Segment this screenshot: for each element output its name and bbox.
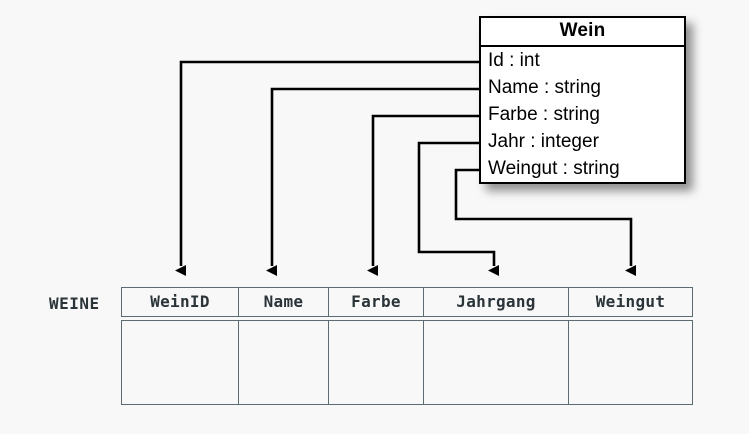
table-cell-farbe bbox=[328, 320, 424, 405]
column-header-weingut: Weingut bbox=[568, 287, 693, 317]
table-cell-name bbox=[238, 320, 329, 405]
connector-farbe-to-farbe bbox=[367, 114, 479, 276]
uml-class-box: Wein Id : int Name : string Farbe : stri… bbox=[479, 16, 686, 184]
connector-weingut-to-weingut bbox=[454, 168, 636, 276]
column-header-jahrgang: Jahrgang bbox=[423, 287, 569, 317]
relation-name-label: WEINE bbox=[49, 294, 100, 313]
uml-class-title: Wein bbox=[481, 18, 684, 47]
relational-table: WeinID Name Farbe Jahrgang Weingut bbox=[121, 287, 693, 405]
table-cell-weingut bbox=[568, 320, 693, 405]
column-header-name: Name bbox=[238, 287, 329, 317]
table-cell-jahrgang bbox=[423, 320, 569, 405]
uml-attribute-id: Id : int bbox=[488, 50, 540, 71]
table-header-row: WeinID Name Farbe Jahrgang Weingut bbox=[121, 287, 693, 317]
uml-attribute-name: Name : string bbox=[488, 77, 601, 98]
connector-name-to-name bbox=[266, 87, 479, 276]
column-header-weinid: WeinID bbox=[121, 287, 239, 317]
column-header-farbe: Farbe bbox=[328, 287, 424, 317]
table-cell-weinid bbox=[121, 320, 239, 405]
uml-attribute-weingut: Weingut : string bbox=[488, 158, 620, 179]
uml-attribute-farbe: Farbe : string bbox=[488, 104, 600, 125]
connector-id-to-weinid bbox=[175, 60, 479, 276]
uml-attribute-list: Id : int Name : string Farbe : string Ja… bbox=[481, 47, 684, 182]
uml-attribute-jahr: Jahr : integer bbox=[488, 131, 599, 152]
table-row bbox=[121, 320, 693, 405]
